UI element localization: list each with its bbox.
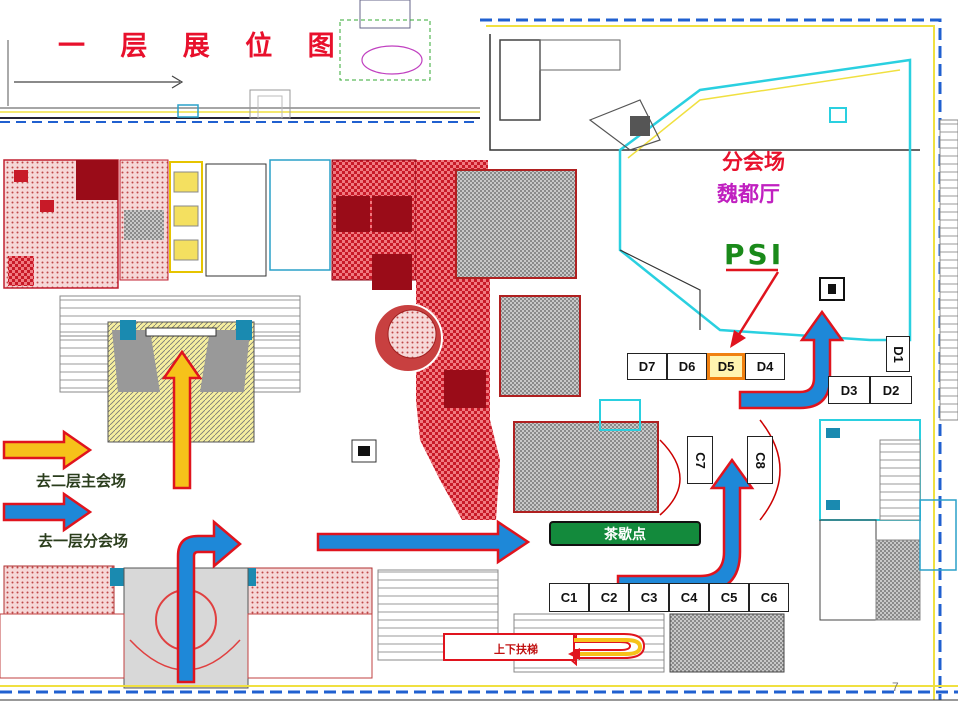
legend-to-floor2: 去二层主会场	[36, 472, 127, 490]
booth-c7[interactable]: C7	[687, 436, 713, 484]
top-corridor	[0, 0, 480, 123]
page-title: 一 层 展 位 图	[58, 31, 348, 62]
booth-c6[interactable]: C6	[749, 583, 789, 612]
sponsor-label: PSI	[724, 238, 785, 271]
booth-c5[interactable]: C5	[709, 583, 749, 612]
booth-d6[interactable]: D6	[667, 353, 707, 380]
flow-arrows	[2, 309, 845, 684]
hall-outline	[480, 18, 958, 700]
escalator-label: 上下扶梯	[494, 643, 538, 656]
tea-break-point: 茶歇点	[549, 521, 701, 546]
booth-d2[interactable]: D2	[870, 376, 912, 404]
central-area	[351, 169, 681, 520]
booth-c8-label: C8	[752, 451, 768, 469]
booth-c4[interactable]: C4	[669, 583, 709, 612]
booth-d4[interactable]: D4	[745, 353, 785, 380]
right-lower-area	[599, 399, 957, 621]
booth-c3[interactable]: C3	[629, 583, 669, 612]
page-number: 7	[892, 680, 899, 694]
booth-d1[interactable]: D1	[886, 336, 910, 372]
bottom-band	[0, 565, 958, 701]
arrow-entrance-to-hall	[176, 519, 242, 684]
arrow-corridor-east	[316, 519, 531, 565]
psi-pointer	[726, 268, 780, 348]
booth-c2[interactable]: C2	[589, 583, 629, 612]
arrow-to-hall	[738, 309, 845, 410]
legend-to-floor1: 去一层分会场	[38, 532, 129, 550]
arrow-up-to-floor2	[161, 349, 203, 490]
booth-c7-label: C7	[692, 451, 708, 469]
arrow-to-floor2-legend	[2, 429, 93, 471]
booth-d3[interactable]: D3	[828, 376, 870, 404]
hall-name: 魏都厅	[717, 182, 780, 206]
booth-d1-label: D1	[890, 345, 906, 363]
hall-label: 分会场	[722, 150, 785, 174]
booth-c8[interactable]: C8	[747, 436, 773, 484]
booth-c1[interactable]: C1	[549, 583, 589, 612]
arrow-to-floor1-legend	[2, 491, 93, 533]
booth-d7[interactable]: D7	[627, 353, 667, 380]
booth-d5-highlighted[interactable]: D5	[707, 353, 745, 380]
left-rooms	[3, 159, 488, 290]
